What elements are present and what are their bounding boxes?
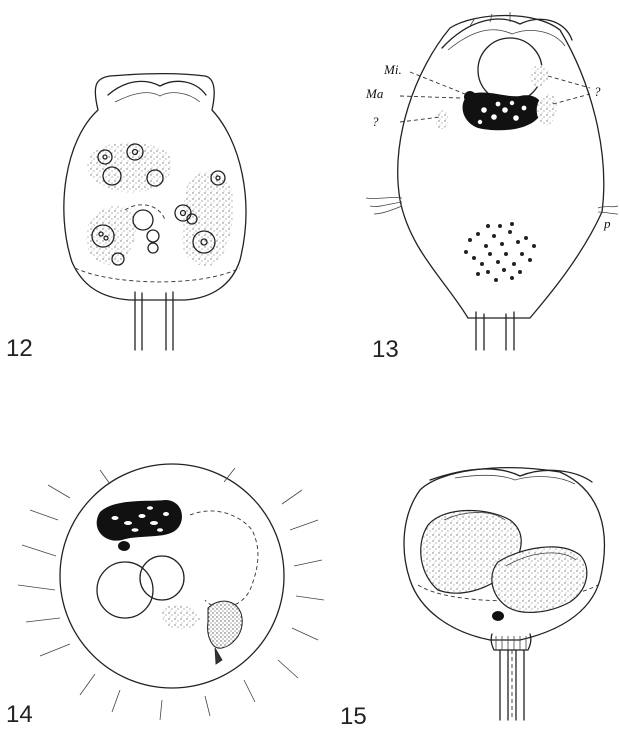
fig14-granular-body (208, 601, 243, 648)
fig13-label-p: p (603, 216, 611, 231)
fig14-vacuole-right (140, 556, 184, 600)
fig12-stippled-mass-left (86, 206, 136, 265)
fig14-outline-mass (190, 511, 258, 607)
fig14-stippled-region (160, 605, 200, 629)
fig12-base-line (75, 268, 240, 282)
fig12-peristome (108, 81, 206, 95)
fig13-micronucleus (464, 91, 476, 103)
fig14-vacuole-left (97, 562, 153, 618)
fig14-body-outline (60, 464, 284, 688)
figure-13: Mi. Ma ? ? p 13 (365, 12, 618, 363)
fig13-number: 13 (372, 336, 399, 363)
fig15-stalk (491, 634, 531, 720)
fig15-number: 15 (340, 703, 367, 730)
figure-14: 14 (6, 464, 324, 728)
fig15-mass-right (492, 547, 587, 612)
fig13-peristome (442, 19, 572, 48)
fig13-label-question-left: ? (372, 114, 379, 129)
fig13-food-granules (464, 222, 536, 282)
fig13-label-mi: Mi. (383, 62, 402, 77)
figure-12: 12 (6, 74, 246, 362)
fig12-stalk (135, 292, 173, 350)
figure-15: 15 (340, 468, 604, 730)
fig13-body-outline (398, 16, 604, 319)
fig13-cilia-left (366, 197, 402, 214)
fig13-label-question-right: ? (594, 84, 601, 99)
fig14-macronucleus (97, 500, 182, 541)
fig14-number: 14 (6, 701, 33, 728)
fig15-micronucleus (492, 611, 504, 621)
fig13-label-ma: Ma (365, 86, 384, 101)
fig14-micronucleus (118, 541, 130, 551)
fig13-granule-left (436, 110, 448, 129)
fig12-number: 12 (6, 335, 33, 362)
fig13-granule-right (537, 94, 557, 125)
fig13-granule-upper (530, 65, 549, 87)
